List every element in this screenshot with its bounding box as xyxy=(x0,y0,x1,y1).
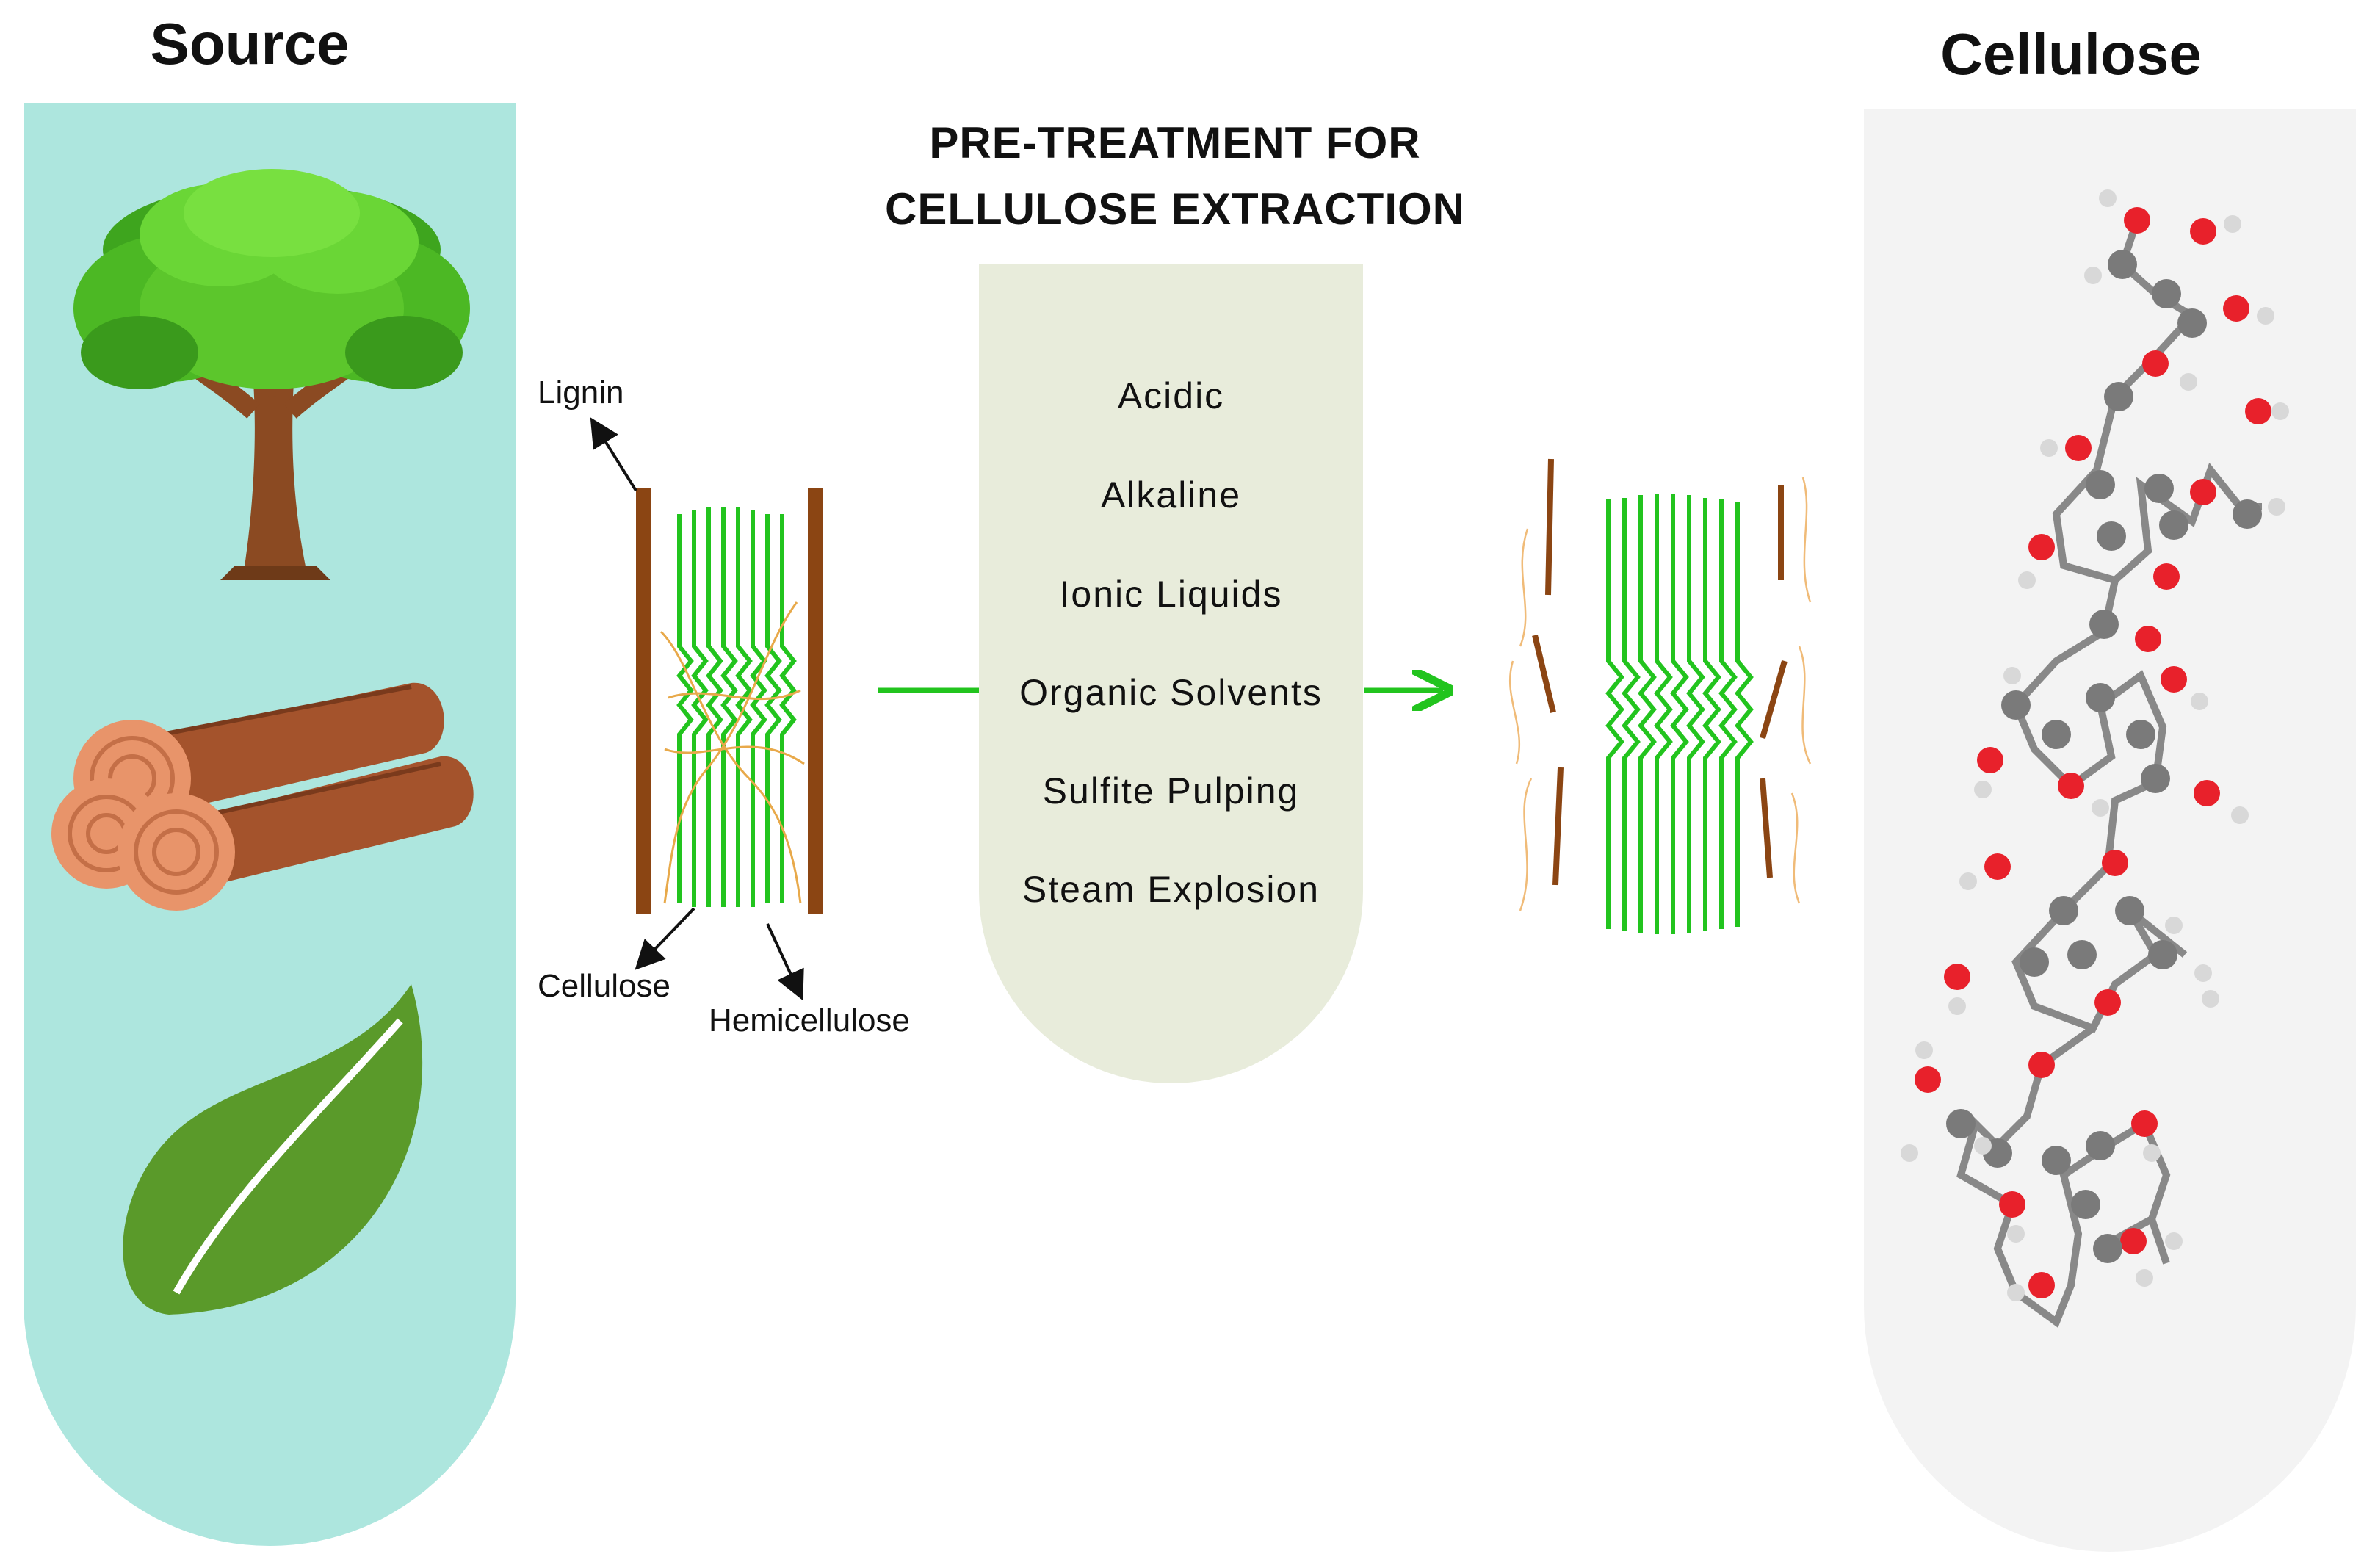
pretreatment-title-line2: CELLULOSE EXTRACTION xyxy=(884,184,1465,234)
method-steam-explosion: Steam Explosion xyxy=(1022,869,1320,910)
lignin-wall-left xyxy=(636,488,651,914)
cellulose-fibers xyxy=(676,507,797,907)
method-alkaline: Alkaline xyxy=(1100,474,1242,516)
logs-icon xyxy=(51,682,474,911)
cellulose-pointer xyxy=(635,907,695,970)
pretreatment-methods-tube xyxy=(979,264,1363,1083)
cellulose-fibers-exposed xyxy=(1605,494,1754,934)
hydrogen-atoms xyxy=(1901,189,2289,1301)
source-title: Source xyxy=(150,11,350,76)
hemicellulose-pointer xyxy=(766,923,804,1001)
cellulose-molecule xyxy=(1901,189,2289,1328)
lignin-wall-right xyxy=(808,488,823,914)
fiber-bundle-native xyxy=(636,488,823,914)
fiber-bundle-treated xyxy=(1509,458,1812,934)
method-ionic-liquids: Ionic Liquids xyxy=(1059,574,1283,615)
lignin-fragments xyxy=(1532,458,1788,886)
lignin-pointer xyxy=(590,417,637,492)
oxygen-atoms xyxy=(1915,207,2271,1298)
method-acidic: Acidic xyxy=(1117,375,1225,416)
tree-icon xyxy=(73,169,470,580)
pretreatment-title: PRE-TREATMENT FOR CELLULOSE EXTRACTION xyxy=(749,110,1601,242)
leaf-icon xyxy=(123,984,423,1315)
hemicellulose-strands xyxy=(659,601,805,904)
hemicellulose-loose xyxy=(1509,477,1812,911)
method-organic-solvents: Organic Solvents xyxy=(1019,672,1323,713)
hemicellulose-label: Hemicellulose xyxy=(709,1002,910,1038)
lignin-label: Lignin xyxy=(538,375,624,411)
pretreatment-title-line1: PRE-TREATMENT FOR xyxy=(929,118,1421,167)
cellulose-title: Cellulose xyxy=(1940,21,2202,87)
carbon-atoms xyxy=(1946,250,2262,1263)
method-sulfite-pulping: Sulfite Pulping xyxy=(1042,770,1300,812)
cellulose-label: Cellulose xyxy=(538,968,670,1004)
